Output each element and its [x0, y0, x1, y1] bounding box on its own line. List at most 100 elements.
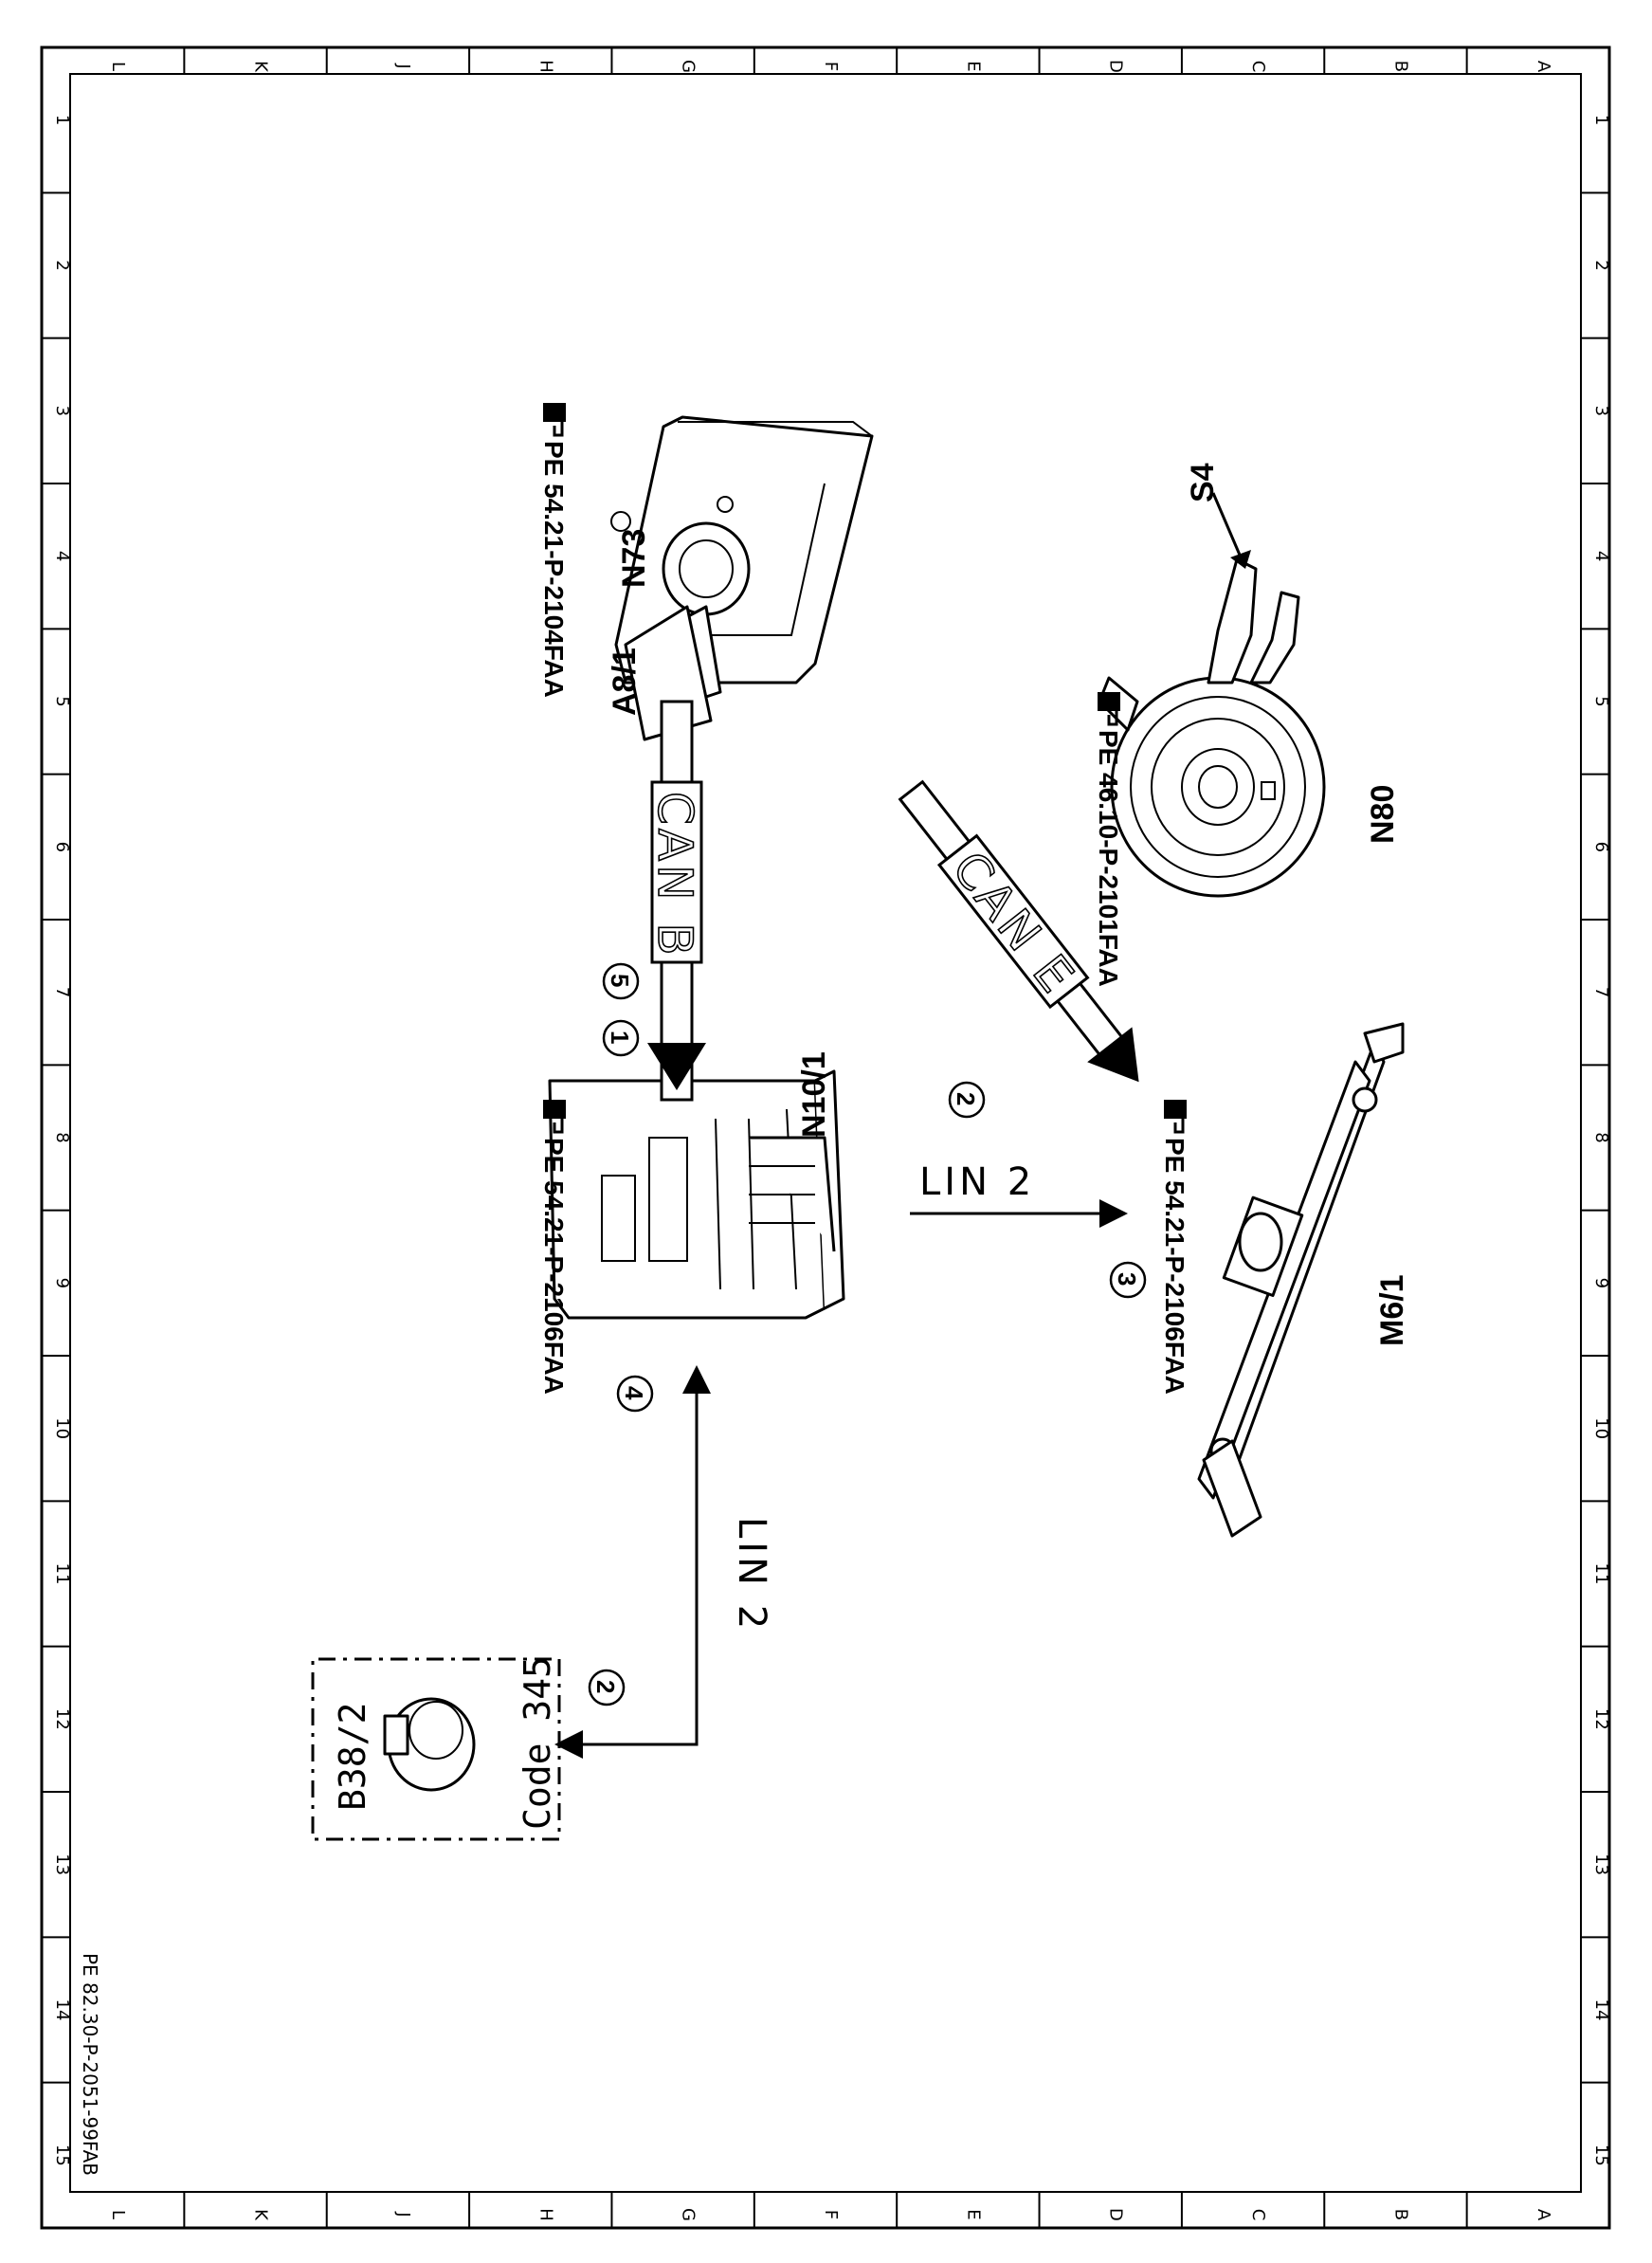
column-letter-top: D	[1106, 60, 1126, 73]
a8-1-label: A8/1	[607, 648, 643, 716]
row-number-left: 1	[52, 115, 72, 125]
row-number-right: 3	[1591, 406, 1611, 416]
can-e-label: CAN E	[941, 842, 1086, 1006]
column-letter-bottom: B	[1390, 2209, 1410, 2220]
can-b-marker-5: 5	[602, 962, 640, 1000]
n73-label: N73	[616, 529, 652, 588]
row-number-left: 9	[52, 1278, 72, 1288]
lin-2-marker-4: 4	[616, 1375, 654, 1413]
lin-2-marker-2: 2	[588, 1669, 626, 1706]
row-number-right: 7	[1591, 987, 1611, 997]
row-number-left: 13	[52, 1853, 72, 1875]
svg-text:3: 3	[1113, 1272, 1141, 1286]
sensor-b38-2: Code 345 B38/2	[311, 1656, 561, 1841]
column-letter-bottom: H	[536, 2208, 555, 2221]
pointing-hand-book-icon	[1164, 1100, 1187, 1134]
can-b-label: CAN B	[647, 792, 702, 959]
column-letter-bottom: E	[963, 2209, 983, 2219]
document-number: PE 82.30-P-2051-99FAB	[79, 1953, 101, 2176]
can-b-connection[interactable]: CAN B	[646, 700, 706, 1102]
row-number-left: 7	[52, 987, 72, 997]
outer-frame	[40, 46, 1611, 2230]
svg-text:4: 4	[620, 1386, 648, 1400]
column-letter-top: H	[536, 60, 555, 73]
n73-reference-text: PE 54.21-P-2104FAA	[539, 441, 569, 698]
steering-column-module-n80: N80 S4	[1098, 463, 1401, 898]
m6-1-label: M6/1	[1374, 1274, 1410, 1346]
svg-text:1: 1	[606, 1031, 634, 1044]
row-number-right: 2	[1591, 260, 1611, 270]
m6-1-reference: PE 54.21-P-2106FAA	[1160, 1100, 1189, 1395]
row-number-left: 11	[52, 1563, 72, 1585]
m6-1-reference-text: PE 54.21-P-2106FAA	[1160, 1138, 1189, 1395]
n10-1-reference: PE 54.21-P-2106FAA	[539, 1100, 569, 1395]
svg-text:5: 5	[606, 974, 634, 987]
row-number-left: 15	[52, 2144, 72, 2166]
ignition-switch-n73: N73 A8/1	[607, 415, 874, 741]
n80-reference: PE 46.10-P-2101FAA	[1094, 692, 1123, 987]
n73-reference: PE 54.21-P-2104FAA	[539, 403, 569, 698]
column-letter-top: K	[251, 61, 271, 73]
row-number-left: 4	[52, 551, 72, 561]
row-number-right: 6	[1591, 842, 1611, 852]
n10-1-reference-text: PE 54.21-P-2106FAA	[539, 1138, 569, 1395]
row-number-left: 12	[52, 1708, 72, 1730]
row-number-right: 15	[1591, 2144, 1611, 2166]
n10-1-label: N10/1	[796, 1051, 832, 1138]
column-letter-top: J	[393, 63, 413, 68]
row-number-left: 5	[52, 696, 72, 706]
column-letter-top: A	[1534, 61, 1553, 73]
row-number-right: 14	[1591, 1999, 1611, 2021]
column-letter-bottom: L	[108, 2210, 128, 2219]
column-letter-top: B	[1390, 61, 1410, 72]
svg-text:2: 2	[952, 1092, 980, 1105]
svg-text:2: 2	[591, 1680, 620, 1693]
row-number-right: 1	[1591, 115, 1611, 125]
row-number-right: 5	[1591, 696, 1611, 706]
row-number-right: 12	[1591, 1708, 1611, 1730]
code-345-label: Code 345	[517, 1656, 558, 1830]
column-letter-bottom: G	[679, 2208, 699, 2221]
wiper-motor-m6-1: M6/1	[1197, 1022, 1410, 1538]
n80-reference-text: PE 46.10-P-2101FAA	[1094, 730, 1123, 987]
row-number-left: 8	[52, 1132, 72, 1142]
row-number-right: 13	[1591, 1853, 1611, 1875]
column-letter-bottom: F	[821, 2210, 841, 2219]
row-number-left: 10	[52, 1417, 72, 1439]
pointing-hand-book-icon	[543, 403, 566, 437]
row-number-right: 9	[1591, 1278, 1611, 1288]
lin-2-right-label: LIN 2	[919, 1160, 1035, 1204]
column-letter-top: C	[1248, 61, 1268, 73]
column-letter-bottom: K	[251, 2209, 271, 2221]
row-number-left: 14	[52, 1999, 72, 2021]
b38-2-label: B38/2	[332, 1703, 373, 1811]
column-letter-bottom: A	[1534, 2209, 1553, 2221]
row-number-right: 10	[1591, 1417, 1611, 1439]
n80-label: N80	[1365, 785, 1401, 844]
row-number-left: 2	[52, 260, 72, 270]
frame-grid-ticks	[42, 47, 1609, 2228]
inner-frame	[69, 73, 1582, 2193]
column-letter-bottom: J	[393, 2211, 413, 2217]
lin-2-down-label: LIN 2	[730, 1517, 773, 1633]
lin-2-to-m6-1[interactable]: LIN 2	[910, 1160, 1128, 1228]
pointing-hand-book-icon	[543, 1100, 566, 1134]
row-number-right: 8	[1591, 1132, 1611, 1142]
pointing-hand-book-icon	[1098, 692, 1120, 726]
row-number-right: 11	[1591, 1563, 1611, 1585]
lin-2-marker-3: 3	[1109, 1261, 1147, 1299]
column-letter-top: L	[108, 62, 128, 71]
diagram-content: N73 A8/1 PE 54.21-P-2104FAA N80 S4	[311, 403, 1410, 1841]
row-number-left: 3	[52, 406, 72, 416]
lin-2-to-b38-2[interactable]: LIN 2	[554, 1365, 773, 1759]
column-letter-top: G	[679, 60, 699, 73]
column-letter-bottom: D	[1106, 2208, 1126, 2221]
column-letter-top: F	[821, 62, 841, 71]
column-letter-bottom: C	[1248, 2209, 1268, 2221]
row-number-left: 6	[52, 842, 72, 852]
can-e-marker-2: 2	[948, 1081, 986, 1119]
can-b-marker-1: 1	[602, 1019, 640, 1057]
